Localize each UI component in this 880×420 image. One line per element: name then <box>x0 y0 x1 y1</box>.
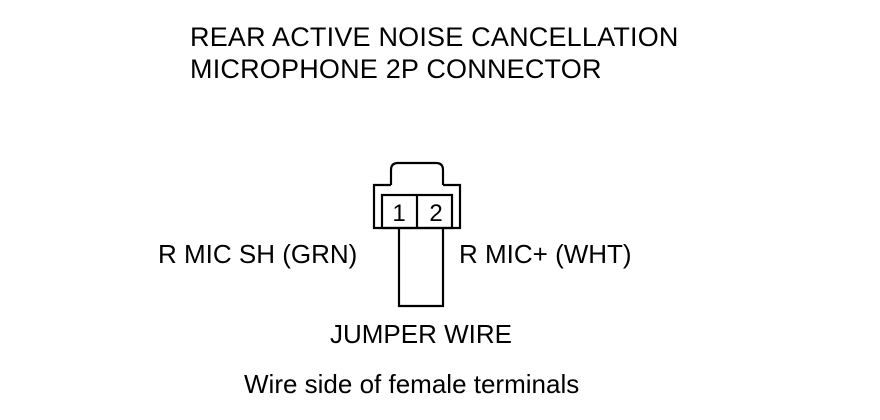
pin-2-label: R MIC+ (WHT) <box>459 239 632 269</box>
pin-1-label: R MIC SH (GRN) <box>158 239 358 269</box>
pin-2-number: 2 <box>429 200 442 227</box>
title-line-2: MICROPHONE 2P CONNECTOR <box>190 54 602 84</box>
pin-1-number: 1 <box>392 200 405 227</box>
title-line-1: REAR ACTIVE NOISE CANCELLATION <box>190 22 679 52</box>
jumper-wire <box>397 228 445 308</box>
jumper-wire-label: JUMPER WIRE <box>330 319 512 349</box>
connector-lock-tab <box>389 161 445 185</box>
view-caption: Wire side of female terminals <box>244 369 580 399</box>
